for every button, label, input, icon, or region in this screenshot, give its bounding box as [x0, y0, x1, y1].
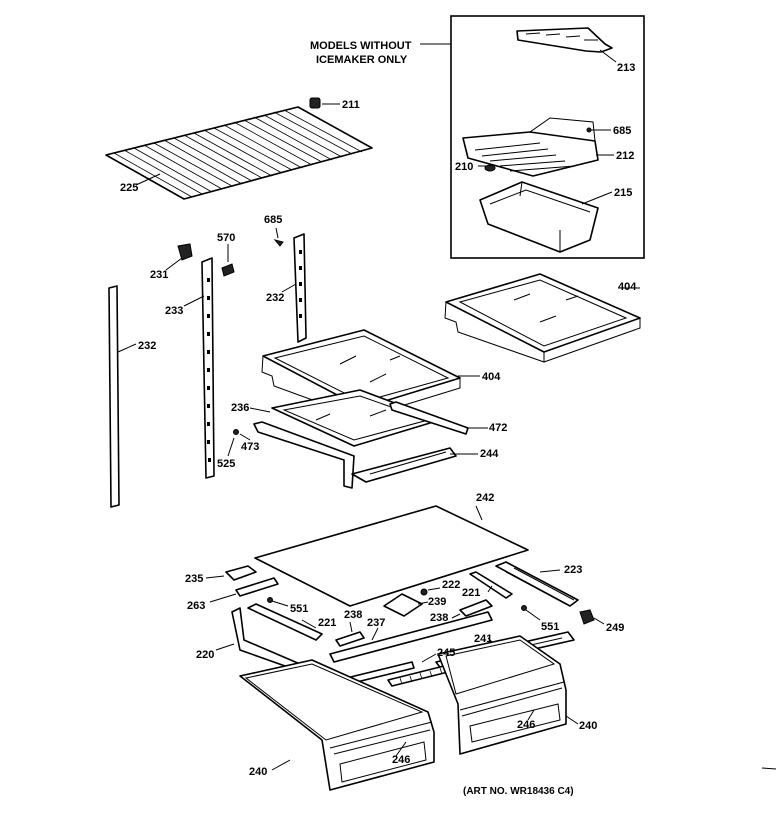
part-240-crisper-drawer-left	[239, 659, 435, 791]
part-221-strip-left	[247, 603, 323, 641]
part-212-ice-rack	[462, 117, 614, 177]
callout-263: 263	[187, 600, 205, 612]
callout-235: 235	[185, 573, 203, 585]
callout-525: 525	[217, 458, 235, 470]
part-685-screw-inset	[586, 127, 611, 133]
part-242-glass-panel	[254, 505, 529, 607]
part-210-clip	[478, 164, 496, 172]
part-244-drawer-frame	[253, 421, 478, 489]
callout-551a: 551	[290, 603, 308, 615]
part-211-cap	[309, 97, 340, 109]
part-222-bracket	[420, 587, 441, 596]
part-231-bracket	[165, 243, 193, 271]
callout-240b: 240	[249, 766, 267, 778]
part-235-trim	[205, 565, 257, 581]
callout-labels: 213 685 212 210 215 211 225 685 570 231 …	[120, 62, 637, 778]
leader-246-right	[527, 709, 535, 721]
callout-210: 210	[455, 161, 473, 173]
part-232-ladder-right	[281, 233, 307, 343]
callout-213: 213	[617, 62, 635, 74]
callout-249: 249	[606, 622, 624, 634]
callout-242: 242	[476, 492, 494, 504]
callout-473: 473	[241, 441, 259, 453]
part-233-ladder	[183, 257, 215, 479]
part-404-glass-shelf-right	[444, 273, 641, 363]
part-215-ice-bucket	[479, 181, 613, 253]
part-238-cover-right	[451, 599, 493, 619]
part-570-screw	[221, 244, 235, 277]
part-238-cover-left	[335, 621, 365, 647]
callout-570: 570	[217, 232, 235, 244]
scan-mark	[761, 767, 777, 770]
callout-685a: 685	[613, 125, 631, 137]
callout-215: 215	[614, 187, 632, 199]
inset-header-line2: ICEMAKER ONLY	[316, 54, 408, 66]
callout-238b: 238	[430, 612, 448, 624]
callout-232a: 232	[266, 292, 284, 304]
part-240-crisper-drawer-right	[437, 635, 579, 755]
callout-221b: 221	[318, 617, 336, 629]
callout-244: 244	[480, 448, 499, 460]
part-472-slide-rail	[389, 401, 488, 435]
callout-237: 237	[367, 617, 385, 629]
leader-246-left	[395, 741, 407, 757]
part-404-glass-shelf-center	[261, 329, 480, 419]
callout-241: 241	[474, 633, 492, 645]
callout-232b: 232	[138, 340, 156, 352]
callout-211: 211	[342, 99, 360, 111]
part-263-strip	[209, 577, 279, 603]
part-223-frame	[495, 561, 579, 607]
callout-246b: 246	[392, 754, 410, 766]
part-249-roller	[579, 609, 605, 625]
part-220-side-frame	[215, 607, 303, 673]
callout-238a: 238	[344, 609, 362, 621]
inset-header-line1: MODELS WITHOUT	[310, 40, 412, 52]
part-525-pin	[227, 437, 235, 457]
part-551-screw-left	[267, 597, 289, 607]
part-685-screw	[273, 227, 284, 247]
callout-240a: 240	[579, 720, 597, 732]
callout-233: 233	[165, 305, 183, 317]
callout-225: 225	[120, 182, 138, 194]
callout-239: 239	[428, 596, 446, 608]
callout-551b: 551	[541, 621, 559, 633]
part-232-rail-left	[108, 285, 137, 508]
part-551-screw-right	[521, 605, 541, 621]
callout-246a: 246	[517, 719, 535, 731]
callout-404b: 404	[482, 371, 501, 383]
callout-472: 472	[489, 422, 507, 434]
callout-231: 231	[150, 269, 168, 281]
part-213-ice-tray	[516, 27, 617, 63]
part-239-bracket	[383, 593, 429, 617]
callout-245: 245	[437, 647, 455, 659]
callout-220: 220	[196, 649, 214, 661]
art-number: (ART NO. WR18436 C4)	[463, 786, 574, 797]
part-473-pin	[233, 429, 251, 441]
part-221-strip-right	[469, 571, 513, 599]
callout-236: 236	[231, 402, 249, 414]
callout-221a: 221	[462, 587, 480, 599]
callout-222: 222	[442, 579, 460, 591]
callout-212: 212	[616, 150, 634, 162]
callout-404a: 404	[618, 281, 637, 293]
icemaker-inset-box	[420, 15, 645, 259]
callout-685b: 685	[264, 214, 282, 226]
part-225-wire-shelf	[105, 106, 373, 200]
callout-223: 223	[564, 564, 582, 576]
part-237-center-rail	[329, 611, 493, 663]
